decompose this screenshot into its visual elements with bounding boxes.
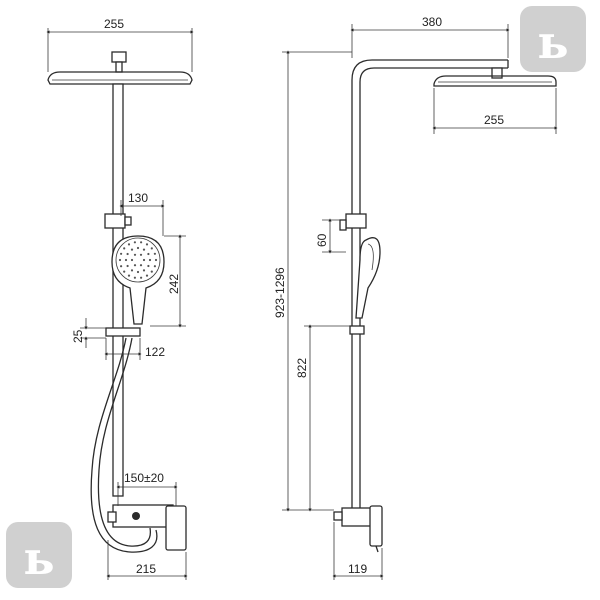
side-dimensions: 380 255 923-1296 60 822 119 — [273, 15, 558, 580]
spray-dot — [136, 246, 140, 250]
spray-dot — [136, 270, 140, 274]
spray-dot — [142, 269, 146, 272]
dim-front-head-width: 255 — [104, 17, 124, 31]
front-shower-head — [47, 51, 193, 85]
dim-mixer-depth: 119 — [348, 562, 367, 576]
spray-dot — [130, 258, 134, 262]
dim-arm-length: 380 — [422, 15, 442, 29]
spray-dot — [142, 248, 146, 251]
spray-dot — [153, 252, 156, 255]
spray-dot — [133, 276, 136, 279]
front-riser-pipe — [112, 83, 124, 497]
dim-mixer-spacing: 150±20 — [124, 471, 164, 485]
spray-dot — [133, 241, 136, 244]
spray-dot — [123, 247, 126, 250]
front-handshower-holder — [105, 327, 141, 337]
front-hand-shower — [111, 235, 165, 325]
spray-dot — [150, 270, 153, 273]
spray-dot — [127, 243, 131, 246]
spray-dot — [133, 264, 137, 267]
spray-dot — [142, 258, 146, 262]
spray-dot — [126, 252, 129, 256]
spray-dot — [130, 248, 134, 251]
side-shower-head — [433, 67, 557, 87]
brand-logo-bottom-left: ь — [6, 522, 72, 588]
front-mixer — [107, 504, 187, 551]
front-dimensions: 255 130 242 25 122 150±20 — [46, 17, 194, 580]
spray-dot — [145, 243, 149, 246]
spray-dot — [140, 241, 143, 244]
side-slider-bracket — [339, 213, 367, 231]
side-view: 380 255 923-1296 60 822 119 — [273, 15, 558, 580]
logo-glyph: ь — [537, 15, 568, 69]
front-hose — [90, 337, 158, 553]
dim-side-head-width: 255 — [484, 113, 504, 127]
logo-glyph: ь — [23, 531, 54, 585]
spray-dot — [130, 269, 134, 272]
dim-holder-height: 25 — [71, 329, 85, 343]
front-slider-bracket — [104, 213, 132, 229]
spray-dot — [154, 258, 158, 262]
spray-dot — [123, 270, 126, 273]
side-hand-shower — [355, 237, 381, 319]
dim-mixer-width: 215 — [136, 562, 156, 576]
dim-height-range: 923-1296 — [273, 267, 287, 318]
spray-dot — [145, 274, 149, 277]
spray-dot — [140, 276, 143, 279]
side-mixer — [333, 505, 383, 553]
dim-slider-offset: 60 — [315, 233, 329, 247]
spray-dot — [120, 252, 123, 255]
spray-dot — [139, 253, 143, 256]
dim-holder-width: 122 — [145, 345, 165, 359]
front-view: 255 130 242 25 122 150±20 — [46, 17, 194, 580]
spray-dot — [127, 274, 131, 277]
brand-logo-top-right: ь — [520, 6, 586, 72]
spray-dot — [126, 264, 129, 268]
dim-handshower-offset: 130 — [128, 191, 148, 205]
spray-dot — [147, 252, 150, 256]
spray-dot — [120, 265, 123, 268]
dim-outlet-height: 822 — [295, 358, 309, 378]
spray-dot — [147, 264, 150, 268]
spray-dot — [148, 258, 152, 262]
spray-dot — [150, 247, 153, 250]
spray-dot — [124, 258, 128, 262]
spray-dot — [133, 253, 137, 256]
spray-dot — [118, 258, 122, 262]
spray-face-dots — [118, 241, 158, 279]
spray-dot — [153, 265, 156, 268]
side-riser-pipe — [351, 59, 508, 512]
spray-dot — [139, 264, 143, 267]
dim-handshower-height: 242 — [167, 274, 181, 294]
side-handshower-holder — [349, 325, 365, 335]
